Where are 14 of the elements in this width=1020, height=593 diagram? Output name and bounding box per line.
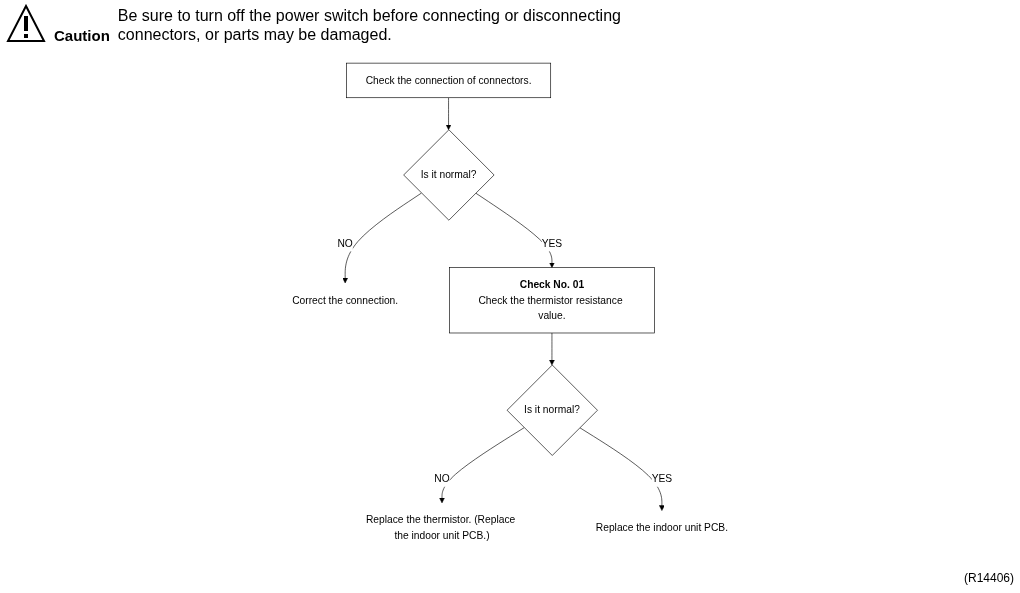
node-box: Check the connection of connectors. xyxy=(346,62,551,99)
edge-label: YES xyxy=(541,238,563,250)
node-text: Correct the connection. xyxy=(292,294,399,306)
reference-code: (R14406) xyxy=(963,571,1014,585)
node-text: Replace the thermistor. (Replace the indoor unit PCB.) xyxy=(365,514,516,541)
node-text: Replace the indoor unit PCB. xyxy=(595,522,728,534)
caution-note: Be sure to turn off the power switch before connecting or disconnecting connectors, or parts may be damaged. xyxy=(117,6,622,44)
edge-label: YES xyxy=(651,473,673,485)
node-diamond: Is it normal? xyxy=(506,364,598,456)
edge-label: NO xyxy=(337,238,353,250)
caution-heading: Caution xyxy=(54,27,110,44)
node-box: Check No. 01 Check the thermistor resistance value. xyxy=(449,267,655,334)
node-diamond: Is it normal? xyxy=(403,129,495,221)
edge-label: NO xyxy=(434,473,450,485)
